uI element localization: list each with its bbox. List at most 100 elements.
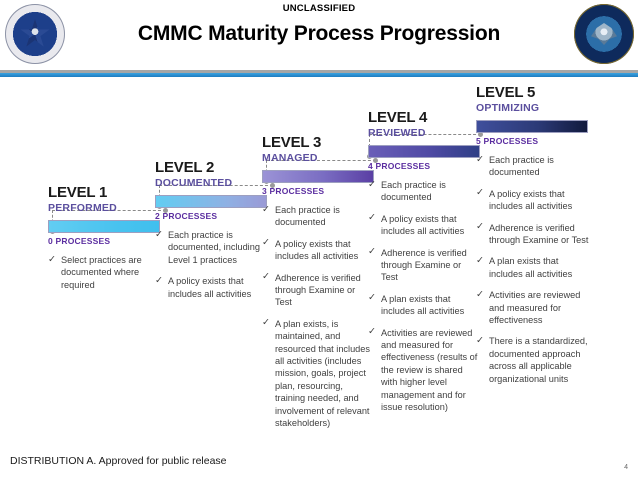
level-4-subtitle: REVIEWED — [368, 127, 426, 139]
checkmark-icon: ✓ — [368, 246, 376, 258]
list-item-text: A plan exists that includes all activiti… — [489, 256, 573, 279]
connector-dot-a2 — [163, 208, 168, 213]
level-2-bar — [155, 195, 267, 208]
list-item-text: Activities are reviewed and measured for… — [381, 327, 478, 413]
list-item: ✓ Adherence is verified through Examine … — [476, 221, 594, 247]
level-3-bar-wrap — [262, 170, 374, 183]
checkmark-icon: ✓ — [476, 288, 484, 300]
list-item: ✓ A policy exists that includes all acti… — [368, 212, 480, 238]
level-4-title: LEVEL 4 — [368, 109, 428, 126]
list-item: ✓ A policy exists that includes all acti… — [476, 187, 594, 213]
level-column-4: LEVEL 4 REVIEWED 4 PROCESSES ✓ Each prac… — [368, 110, 480, 423]
checkmark-icon: ✓ — [262, 237, 270, 249]
list-item: ✓ A plan exists that includes all activi… — [476, 255, 594, 280]
list-item-text: Adherence is verified through Examine or… — [489, 222, 589, 246]
checkmark-icon: ✓ — [368, 326, 376, 338]
level-column-1: LEVEL 1 PERFORMED 0 PROCESSES ✓ Select p… — [48, 185, 160, 300]
level-3-process-count: 3 PROCESSES — [262, 186, 325, 196]
list-item: ✓ Activities are reviewed and measured f… — [368, 326, 480, 414]
list-item-text: Each practice is documented — [489, 155, 554, 178]
page-title: CMMC Maturity Process Progression — [137, 22, 501, 45]
list-item-text: A plan exists, is maintained, and resour… — [275, 318, 370, 429]
list-item-text: Adherence is verified through Examine or… — [381, 247, 467, 283]
header-divider-gray — [0, 70, 638, 73]
list-item: ✓ A plan exists, is maintained, and reso… — [262, 317, 374, 430]
level-4-bullets: ✓ Each practice is documented ✓ A policy… — [368, 179, 480, 414]
distribution-statement: DISTRIBUTION A. Approved for public rele… — [10, 455, 227, 467]
list-item: ✓ Each practice is documented — [368, 179, 480, 204]
list-item-text: There is a standardized, documented appr… — [489, 336, 588, 384]
header-divider-blue — [0, 73, 638, 77]
connector-dot-c2 — [373, 158, 378, 163]
list-item: ✓ Each practice is documented, including… — [155, 229, 267, 266]
list-item-text: Each practice is documented — [275, 205, 340, 228]
checkmark-icon: ✓ — [262, 203, 270, 215]
slide-header: UNCLASSIFIED CMMC Maturity Process Progr… — [0, 0, 638, 70]
level-1-bullets: ✓ Select practices are documented where … — [48, 254, 160, 291]
checkmark-icon: ✓ — [262, 317, 270, 329]
checkmark-icon: ✓ — [476, 153, 484, 165]
list-item-text: Adherence is verified through Examine or… — [275, 272, 361, 308]
level-2-subtitle: DOCUMENTED — [155, 177, 233, 189]
checkmark-icon: ✓ — [368, 212, 376, 224]
list-item-text: Select practices are documented where re… — [61, 255, 142, 290]
level-3-subtitle: MANAGED — [262, 152, 318, 164]
connector-dot-d2 — [478, 132, 483, 137]
level-1-bar-wrap — [48, 220, 160, 233]
checkmark-icon: ✓ — [476, 187, 484, 199]
connector-dot-b2 — [270, 183, 275, 188]
level-2-bullets: ✓ Each practice is documented, including… — [155, 229, 267, 300]
department-of-defense-seal-icon — [574, 4, 634, 64]
list-item-text: Each practice is documented, including L… — [168, 230, 260, 265]
page-number: 4 — [624, 464, 628, 471]
checkmark-icon: ✓ — [368, 292, 376, 304]
checkmark-icon: ✓ — [476, 334, 484, 346]
level-5-bar — [476, 120, 588, 133]
list-item: ✓ A policy exists that includes all acti… — [155, 275, 267, 300]
level-5-bar-wrap — [476, 120, 594, 133]
level-1-subtitle: PERFORMED — [48, 202, 117, 214]
list-item: ✓ Select practices are documented where … — [48, 254, 160, 291]
level-1-process-count: 0 PROCESSES — [48, 236, 111, 246]
defense-intelligence-seal-icon — [5, 4, 65, 64]
checkmark-icon: ✓ — [262, 271, 270, 283]
list-item: ✓ Each practice is documented — [476, 154, 594, 179]
list-item: ✓ Activities are reviewed and measured f… — [476, 289, 594, 326]
list-item-text: A plan exists that includes all activiti… — [381, 293, 465, 317]
level-1-bar — [48, 220, 160, 233]
list-item-text: A policy exists that includes all activi… — [168, 276, 252, 299]
list-item: ✓ Each practice is documented — [262, 204, 374, 229]
checkmark-icon: ✓ — [48, 253, 56, 265]
classification-banner: UNCLASSIFIED — [282, 3, 356, 14]
list-item-text: Activities are reviewed and measured for… — [489, 290, 581, 326]
list-item-text: Each practice is documented — [381, 180, 446, 203]
list-item-text: A policy exists that includes all activi… — [381, 213, 465, 237]
checkmark-icon: ✓ — [155, 274, 163, 286]
level-4-bar-wrap — [368, 145, 480, 158]
level-column-3: LEVEL 3 MANAGED 3 PROCESSES ✓ Each pract… — [262, 135, 374, 439]
level-4-process-count: 4 PROCESSES — [368, 161, 431, 171]
checkmark-icon: ✓ — [155, 228, 163, 240]
list-item: ✓ A policy exists that includes all acti… — [262, 237, 374, 263]
level-3-bullets: ✓ Each practice is documented ✓ A policy… — [262, 204, 374, 430]
list-item-text: A policy exists that includes all activi… — [275, 238, 359, 262]
checkmark-icon: ✓ — [476, 221, 484, 233]
level-column-5: LEVEL 5 OPTIMIZING 5 PROCESSES ✓ Each pr… — [476, 85, 594, 394]
checkmark-icon: ✓ — [476, 254, 484, 266]
level-3-bar — [262, 170, 374, 183]
list-item: ✓ There is a standardized, documented ap… — [476, 335, 594, 385]
level-2-bar-wrap — [155, 195, 267, 208]
level-2-title: LEVEL 2 — [155, 159, 215, 176]
list-item: ✓ Adherence is verified through Examine … — [368, 246, 480, 284]
maturity-progression-chart: LEVEL 1 PERFORMED 0 PROCESSES ✓ Select p… — [0, 77, 638, 457]
level-1-title: LEVEL 1 — [48, 184, 108, 201]
list-item: ✓ Adherence is verified through Examine … — [262, 271, 374, 309]
list-item: ✓ A plan exists that includes all activi… — [368, 292, 480, 318]
level-5-bullets: ✓ Each practice is documented ✓ A policy… — [476, 154, 594, 385]
level-5-subtitle: OPTIMIZING — [476, 102, 540, 114]
level-5-process-count: 5 PROCESSES — [476, 136, 539, 146]
level-4-bar — [368, 145, 480, 158]
level-2-process-count: 2 PROCESSES — [155, 211, 218, 221]
level-3-title: LEVEL 3 — [262, 134, 322, 151]
